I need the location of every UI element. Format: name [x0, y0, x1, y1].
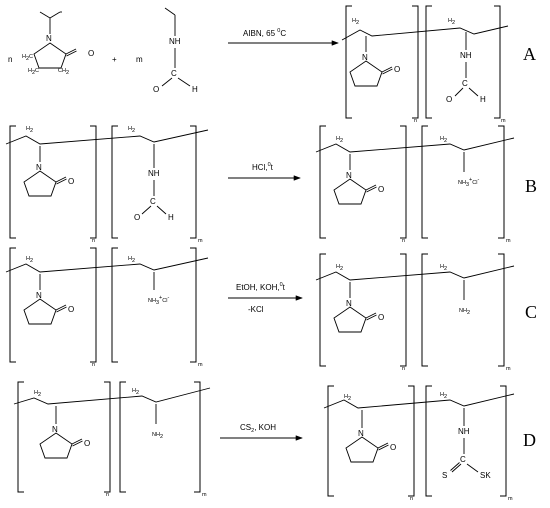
atom-o: O	[153, 85, 159, 94]
atom-n: N	[358, 429, 364, 438]
atom-o: O	[88, 49, 94, 58]
atom-o: O	[378, 313, 384, 322]
row-a: n N O + m NH C O H AIBN, 65 0C H2 H2 N	[8, 5, 536, 124]
atom-o: O	[68, 305, 74, 314]
atom-c: C	[171, 69, 177, 78]
atom-o: O	[390, 443, 396, 452]
step-label-b: B	[525, 176, 537, 196]
atom-h2c: H2C	[28, 68, 39, 76]
row-c: H2 H2 N O NH3+Cl- n m EtOH, KOH,0t -KCl …	[5, 247, 537, 372]
atom-h: H	[480, 95, 486, 104]
atom-h2: H2	[336, 136, 343, 144]
step-label-c: C	[525, 302, 537, 322]
atom-nh: NH	[460, 51, 472, 60]
coef-m: m	[508, 496, 513, 502]
atom-nh: NH	[458, 427, 470, 436]
atom-o: O	[378, 185, 384, 194]
row-d: H2 H2 N O NH2 n m CS2, KOH H2 H2 N O NH …	[13, 381, 536, 502]
atom-h2: H2	[440, 392, 447, 400]
atom-c: C	[150, 197, 156, 206]
reagent-c: EtOH, KOH,0t	[236, 282, 286, 292]
atom-h2: H2	[352, 18, 359, 26]
step-label-d: D	[523, 430, 536, 450]
coef-n: n	[402, 238, 405, 244]
atom-nh3cl: NH3+Cl-	[148, 295, 169, 306]
coef-n: n	[8, 55, 12, 64]
coef-n: n	[414, 118, 417, 124]
atom-o: O	[84, 439, 90, 448]
atom-h2: H2	[448, 18, 455, 26]
atom-h2: H2	[336, 264, 343, 272]
atom-n: N	[52, 425, 58, 434]
coef-n: n	[92, 238, 95, 244]
coef-m: m	[506, 238, 511, 244]
reagent-d: CS2, KOH	[240, 423, 276, 434]
ring-labels: H2C H2C CH2	[22, 54, 69, 76]
atom-h2: H2	[26, 126, 33, 134]
atom-h2: H2	[344, 394, 351, 402]
atom-h2: H2	[34, 390, 41, 398]
atom-nh3cl: NH3+Cl-	[458, 177, 479, 188]
atom-n: N	[346, 171, 352, 180]
row-b: H2 H2 N O NH C O H n m HCl,0t H2 H2 N O …	[5, 125, 537, 244]
atom-n: N	[46, 34, 52, 43]
atom-o: O	[68, 177, 74, 186]
atom-c: C	[460, 455, 466, 464]
atom-h: H	[192, 85, 198, 94]
atom-nh2: NH2	[152, 432, 163, 440]
coef-m: m	[198, 362, 203, 368]
reagent-a: AIBN, 65 0C	[243, 28, 286, 38]
atom-h2: H2	[440, 264, 447, 272]
atom-o: O	[134, 213, 140, 222]
atom-sk: SK	[480, 471, 491, 480]
coef-n: n	[402, 366, 405, 372]
coef-n: n	[410, 496, 413, 502]
atom-nh: NH	[169, 37, 181, 46]
atom-n: N	[36, 291, 42, 300]
coef-m: m	[506, 366, 511, 372]
plus-sign: +	[112, 55, 117, 64]
step-label-a: A	[523, 44, 536, 64]
atom-h2: H2	[128, 256, 135, 264]
atom-h2: H2	[26, 256, 33, 264]
coef-m: m	[198, 238, 203, 244]
coef-m: m	[136, 55, 143, 64]
atom-nh2: NH2	[459, 308, 470, 316]
atom-h2: H2	[440, 136, 447, 144]
atom-n: N	[346, 299, 352, 308]
reagent-c-byproduct: -KCl	[248, 305, 264, 314]
atom-s: S	[442, 471, 447, 480]
atom-h2: H2	[132, 388, 139, 396]
atom-ch2: CH2	[58, 68, 69, 76]
atom-nh: NH	[148, 169, 160, 178]
coef-n: n	[106, 492, 109, 498]
coef-m: m	[501, 118, 506, 124]
atom-h2c: H2C	[22, 54, 33, 62]
atom-h: H	[168, 213, 174, 222]
atom-n: N	[36, 163, 42, 172]
atom-o: O	[446, 95, 452, 104]
coef-n: n	[92, 362, 95, 368]
atom-o: O	[394, 65, 400, 74]
atom-h2: H2	[128, 126, 135, 134]
atom-c: C	[462, 79, 468, 88]
atom-n: N	[362, 53, 368, 62]
reagent-b: HCl,0t	[252, 162, 274, 172]
coef-m: m	[202, 492, 207, 498]
